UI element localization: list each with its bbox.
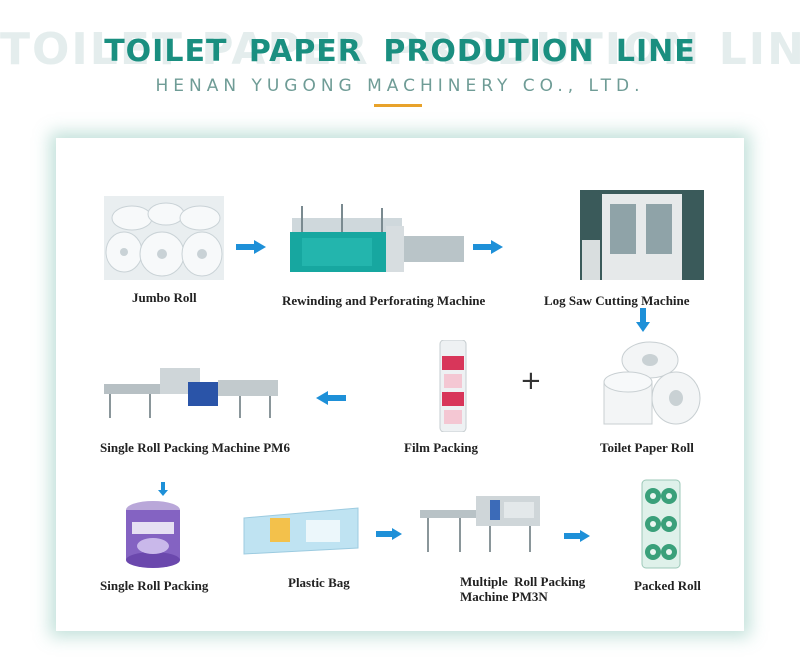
rewinding-machine-image: [282, 196, 472, 280]
arrow-down-icon: [158, 482, 168, 496]
arrow-down-icon: [636, 308, 650, 332]
arrow-right-icon: [473, 240, 503, 254]
single-roll-packing-machine-image: [100, 362, 282, 422]
packed-roll-image: [641, 479, 681, 569]
step-label-film-packing: Film Packing: [404, 440, 479, 455]
single-roll-packing-image: [126, 501, 180, 568]
plastic-bag-image: [240, 500, 362, 556]
step-label-packed-roll: Packed Roll: [634, 578, 701, 593]
plus-symbol: +: [520, 366, 542, 396]
arrow-right-icon: [564, 530, 590, 542]
toilet-paper-roll-image: [598, 340, 704, 428]
company-name: HENAN YUGONG MACHINERY CO., LTD.: [155, 76, 645, 96]
ghost-title: TOILET PAPER PRODUTION LINE: [0, 24, 800, 75]
step-label-rewinding: Rewinding and Perforating Machine: [282, 293, 486, 308]
step-label-single-roll-packing: Single Roll Packing: [100, 578, 209, 593]
log-saw-machine-image: [580, 190, 704, 280]
step-label-pm6: Single Roll Packing Machine PM6: [100, 440, 290, 455]
arrow-right-icon: [376, 528, 402, 540]
arrow-right-icon: [236, 240, 266, 254]
step-label-jumbo-roll: Jumbo Roll: [132, 290, 197, 305]
step-label-plastic-bag: Plastic Bag: [288, 575, 350, 590]
step-label-log-saw: Log Saw Cutting Machine: [544, 293, 690, 308]
jumbo-roll-image: [104, 196, 224, 280]
title-underline: [374, 104, 422, 107]
film-packing-image: [439, 340, 467, 432]
multiple-roll-packing-machine-image: [420, 488, 544, 556]
step-label-toilet-paper-roll: Toilet Paper Roll: [600, 440, 694, 455]
arrow-left-icon: [316, 391, 346, 405]
page-title: TOILET PAPER PRODUTION LINE: [104, 34, 696, 69]
step-label-pm3n: Multiple Roll Packing Machine PM3N: [460, 574, 586, 604]
